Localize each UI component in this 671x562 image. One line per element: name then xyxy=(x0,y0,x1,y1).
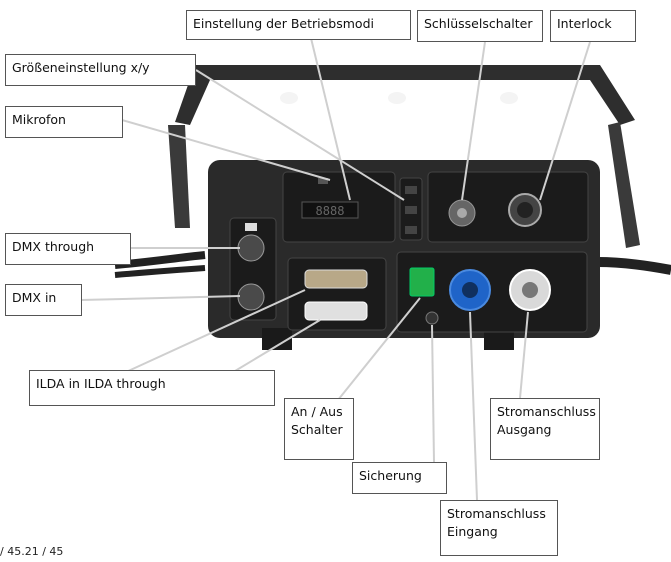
leader-strom-ein xyxy=(469,311,478,501)
bracket-right-arm xyxy=(608,122,640,248)
label-dmx-in: DMX in xyxy=(5,284,82,316)
left-cable-lower xyxy=(114,265,206,278)
ilda-in-port xyxy=(304,269,368,289)
label-dmx-through: DMX through xyxy=(5,233,131,265)
label-betriebsmodi: Einstellung der Betriebsmodi xyxy=(186,10,411,40)
right-cable xyxy=(597,257,671,275)
label-strom-ein-line2: Eingang xyxy=(447,524,498,539)
label-an-aus-line1: An / Aus xyxy=(291,404,343,419)
size-knob-y xyxy=(405,206,417,214)
page-footer: / 45.21 / 45 xyxy=(0,545,64,558)
label-strom-ein-line1: Stromanschluss xyxy=(447,506,546,521)
leader-ilda-through xyxy=(229,319,321,375)
microphone-opening xyxy=(318,178,328,184)
label-an-aus-schalter: An / Aus Schalter xyxy=(284,398,354,460)
leader-mikrofon xyxy=(121,119,331,181)
label-an-aus-line2: Schalter xyxy=(291,422,343,437)
leader-strom-aus xyxy=(519,311,529,399)
fuse-holder xyxy=(425,311,439,325)
leader-groesse xyxy=(195,69,405,201)
dmx-latch xyxy=(245,223,257,231)
power-out-center xyxy=(522,282,538,298)
interlock-socket xyxy=(517,202,533,218)
leader-sicherung xyxy=(431,324,435,463)
label-strom-aus-line2: Ausgang xyxy=(497,422,552,437)
leader-interlock xyxy=(539,41,591,201)
label-ilda: ILDA in ILDA through xyxy=(29,370,275,406)
device-foot xyxy=(262,328,292,350)
bracket-left-arm xyxy=(168,125,190,228)
key-switch-slot xyxy=(457,208,467,218)
dmx-through-connector xyxy=(237,234,265,262)
dmx-in-connector xyxy=(237,283,265,311)
label-strom-aus-line1: Stromanschluss xyxy=(497,404,596,419)
device-foot xyxy=(484,328,514,350)
label-stromanschluss-ausgang: Stromanschluss Ausgang xyxy=(490,398,600,460)
ilda-through-port xyxy=(304,301,368,321)
label-interlock: Interlock xyxy=(550,10,636,42)
display-digits: 8888 xyxy=(316,204,345,218)
size-knob-3 xyxy=(405,226,417,234)
leader-betriebsmodi xyxy=(309,33,351,201)
power-switch xyxy=(409,267,435,297)
label-schluesselschalter: Schlüsselschalter xyxy=(417,10,543,42)
leader-schluessel xyxy=(461,41,486,201)
bracket-hole xyxy=(280,92,298,104)
leader-ilda-in xyxy=(125,289,306,373)
size-knob-x xyxy=(405,186,417,194)
leader-an-aus xyxy=(337,297,421,401)
bracket-hole xyxy=(388,92,406,104)
label-stromanschluss-eingang: Stromanschluss Eingang xyxy=(440,500,558,556)
power-in-center xyxy=(462,282,478,298)
seven-segment-display xyxy=(301,201,359,219)
label-sicherung: Sicherung xyxy=(352,462,447,494)
bracket-hole xyxy=(500,92,518,104)
label-groesseneinstellung: Größeneinstellung x/y xyxy=(5,54,196,86)
mounting-bracket xyxy=(175,65,635,125)
label-mikrofon: Mikrofon xyxy=(5,106,123,138)
leader-dmx-in xyxy=(80,295,241,301)
